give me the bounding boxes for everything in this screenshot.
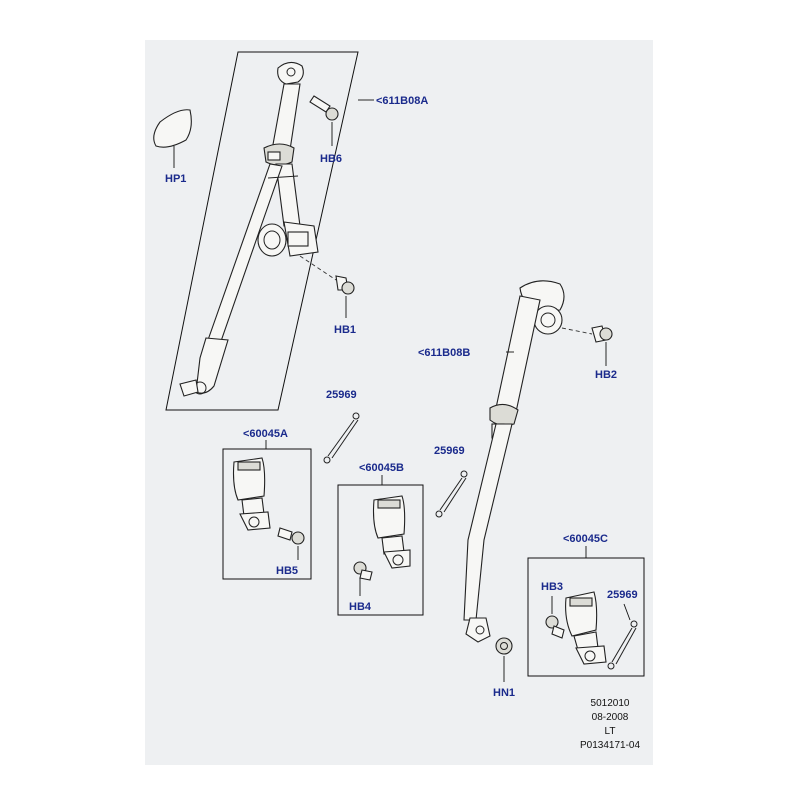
callout-611b08a: <611B08A xyxy=(376,95,428,107)
strap-25969-a xyxy=(323,412,360,464)
strap-25969-c xyxy=(607,620,638,670)
stamp-line-2: 08-2008 xyxy=(592,712,629,723)
bolt-hb6 xyxy=(309,95,339,121)
retractor-611b08a xyxy=(257,221,319,257)
assembly-611b08a-frame xyxy=(165,51,359,411)
assembly-60045b-frame xyxy=(337,484,424,616)
callout-60045a: <60045A xyxy=(243,428,288,440)
bolt-hb1 xyxy=(335,275,355,295)
upper-anchor-611b08a xyxy=(277,61,304,85)
callout-hn1: HN1 xyxy=(493,687,515,699)
callout-hb5: HB5 xyxy=(276,565,298,577)
callout-hb4: HB4 xyxy=(349,601,372,613)
callout-25969-a: 25969 xyxy=(326,389,357,401)
lower-anchor-611b08a xyxy=(195,337,229,394)
callout-25969-b: 25969 xyxy=(434,445,465,457)
assembly-60045a-frame xyxy=(222,448,312,580)
callout-hb6: HB6 xyxy=(320,153,342,165)
stamp-line-4: P0134171-04 xyxy=(580,740,640,751)
callout-hb1: HB1 xyxy=(334,324,356,336)
callout-611b08b: <611B08B xyxy=(418,347,470,359)
nut-hn1 xyxy=(495,637,513,655)
bolt-hb5 xyxy=(277,527,305,545)
bolt-hb2 xyxy=(591,325,613,343)
drawing-stamp: 5012010 08-2008 LT P0134171-04 xyxy=(580,698,640,751)
stamp-line-3: LT xyxy=(605,726,616,737)
stamp-line-1: 5012010 xyxy=(591,698,630,709)
buckle-60045b xyxy=(372,495,411,569)
callout-hb3: HB3 xyxy=(541,581,563,593)
strap-25969-b xyxy=(435,470,468,518)
assembly-611b08b xyxy=(463,280,565,643)
callout-25969-c: 25969 xyxy=(607,589,638,601)
callout-60045b: <60045B xyxy=(359,462,404,474)
callout-hp1: HP1 xyxy=(165,173,186,185)
webbing-611b08a xyxy=(271,83,301,151)
buckle-60045c xyxy=(565,591,607,665)
cover-plate-hp1 xyxy=(153,109,192,148)
buckle-60045a xyxy=(232,457,271,531)
callout-60045c: <60045C xyxy=(563,533,608,545)
diagram-background xyxy=(145,40,653,765)
bolt-hb3 xyxy=(545,615,565,639)
bolt-hb4 xyxy=(353,561,373,581)
callout-hb2: HB2 xyxy=(595,369,617,381)
